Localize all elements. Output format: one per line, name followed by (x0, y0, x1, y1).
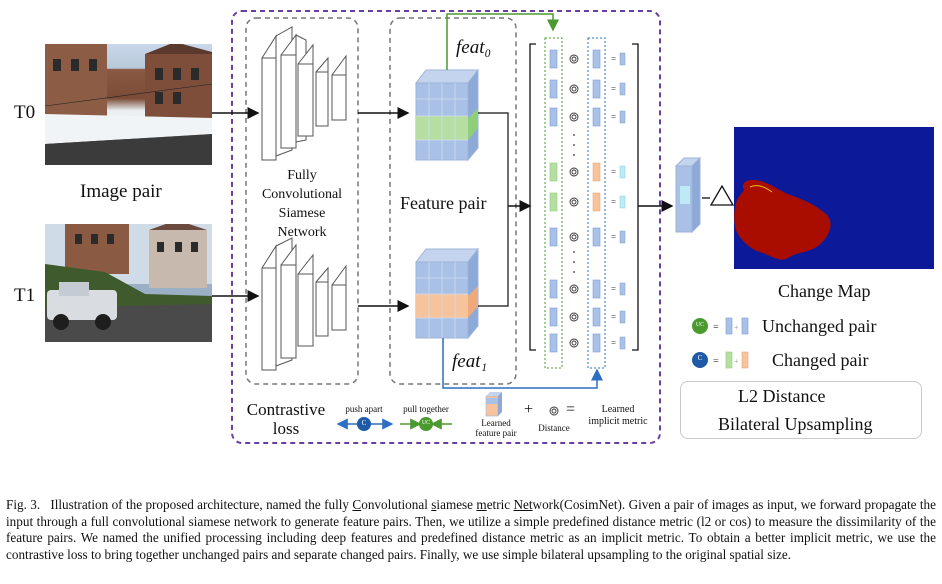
cnn-layers-bottom (261, 237, 347, 371)
svg-text:=: = (611, 312, 616, 322)
learned-feature-pair-label: Learned feature pair (468, 418, 524, 438)
push-apart-badge: C (361, 419, 367, 427)
pull-together-label: pull together (403, 404, 449, 414)
siamese-network-box (245, 17, 359, 385)
distance-small-label: Distance (538, 423, 570, 433)
pair-bars: = = = = = = = = = (549, 49, 626, 353)
feature-cube-top (414, 68, 480, 162)
plus-operator: + (524, 401, 534, 418)
caption-part-4: etric (486, 497, 514, 512)
feat0-column (544, 37, 563, 369)
svg-text:=: = (713, 356, 719, 367)
feat0-label: feat₀ (456, 37, 492, 58)
legend-l2-distance: L2 Distance (738, 386, 826, 406)
svg-text:+: + (734, 323, 739, 332)
change-map (734, 127, 934, 269)
feature-pair-box (389, 17, 517, 385)
network-label-line-4: Network (277, 225, 327, 240)
t0-label: T0 (14, 102, 36, 123)
t1-image (45, 224, 212, 342)
legend-bilateral-upsampling: Bilateral Upsampling (718, 414, 873, 434)
caption-part-1: Illustration of the proposed architectur… (50, 497, 353, 512)
legend-box (680, 381, 922, 439)
caption-part-3: iamese (436, 497, 477, 512)
learned-metric-line-1: Learned (601, 404, 635, 415)
legend-unchanged-pair: Unchanged pair (762, 316, 877, 336)
feature-pair-label: Feature pair (400, 193, 487, 213)
model-boundary-box (231, 10, 661, 444)
svg-text:=: = (611, 338, 616, 348)
contrastive-loss-label: Contrastive loss (240, 400, 332, 438)
figure-caption: Fig. 3. Illustration of the proposed arc… (6, 497, 936, 563)
svg-text:=: = (611, 197, 616, 207)
caption-prefix: Fig. 3. (6, 497, 41, 512)
caption-underline-c: C (352, 497, 362, 512)
distance-map-block (674, 156, 702, 234)
cnn-layers-top (261, 26, 347, 161)
caption-underline-m: m (476, 497, 487, 512)
network-label-line-2: Convolutional (261, 187, 343, 202)
feat1-label: feat₁ (452, 351, 488, 372)
equals-operator: = (566, 401, 576, 418)
pull-together-badge: UC (421, 420, 431, 426)
caption-underline-s: s (431, 497, 437, 512)
learned-metric-label: Learned implicit metric (578, 404, 658, 428)
network-label: Fully Convolutional Siamese Network (246, 166, 358, 242)
architecture-figure: = = = = = = = = = (14, 10, 934, 444)
svg-text:=: = (611, 232, 616, 242)
figure-graphics: = = = = = = = = = (212, 10, 934, 444)
svg-text:=: = (611, 112, 616, 122)
t0-image (45, 44, 212, 165)
svg-text:=: = (611, 84, 616, 94)
push-apart-label: push apart (345, 404, 383, 414)
contrastive-loss-line-1: Contrastive (246, 400, 326, 419)
network-label-line-3: Siamese (278, 206, 326, 221)
changed-badge: C (697, 354, 703, 362)
feature-cube-bottom (414, 247, 480, 340)
svg-text:+: + (734, 357, 739, 366)
learned-feature-pair-line-1: Learned (481, 418, 511, 428)
network-label-line-1: Fully (287, 168, 317, 183)
change-map-label: Change Map (778, 281, 871, 301)
image-pair-label: Image pair (80, 181, 162, 202)
svg-text:=: = (611, 167, 616, 177)
contrastive-loss-line-2: loss (272, 419, 300, 438)
svg-text:=: = (611, 54, 616, 64)
svg-text:=: = (611, 284, 616, 294)
mini-feature-cube (485, 392, 502, 417)
t1-label: T1 (14, 285, 36, 306)
unchanged-badge: UC (695, 322, 705, 328)
bilateral-triangle-icon (709, 184, 735, 206)
svg-text:=: = (713, 322, 719, 333)
learned-metric-line-2: implicit metric (588, 416, 648, 427)
legend-changed-pair: Changed pair (772, 350, 869, 370)
caption-part-2: onvolutional (361, 497, 432, 512)
caption-underline-net: Net (513, 497, 533, 512)
feat1-column (587, 37, 606, 369)
learned-feature-pair-line-2: feature pair (475, 428, 517, 438)
caption-part-5: work(CosimNet). Given a pair of images a… (6, 497, 936, 562)
